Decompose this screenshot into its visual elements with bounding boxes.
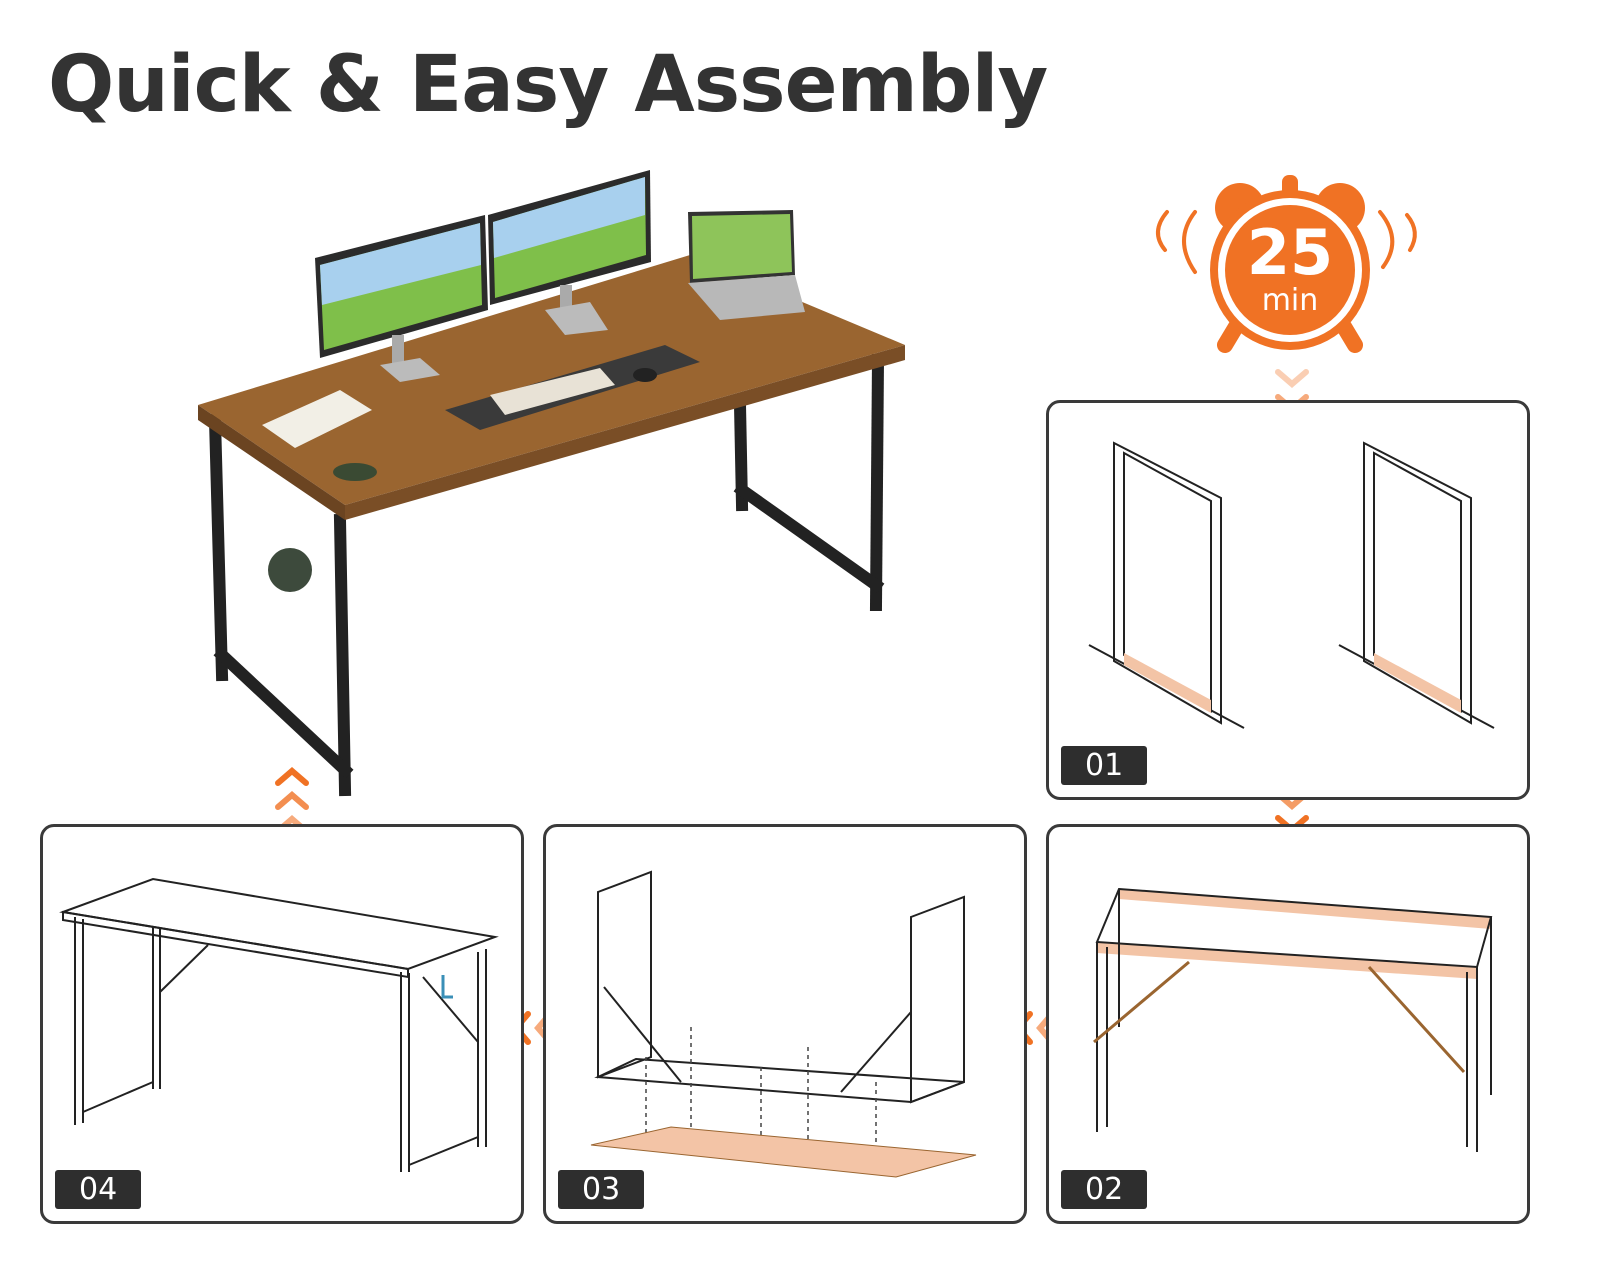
step-label: 01 [1061, 746, 1148, 785]
step-panel-03: 03 [543, 824, 1027, 1224]
timer-unit: min [1261, 283, 1319, 318]
step-label: 03 [558, 1170, 645, 1209]
page-title: Quick & Easy Assembly [48, 40, 1048, 130]
step-panel-02: 02 [1046, 824, 1530, 1224]
step-label: 04 [55, 1170, 142, 1209]
timer-value: 25 [1246, 216, 1334, 289]
step-panel-01: 01 [1046, 400, 1530, 800]
step-label: 02 [1061, 1170, 1148, 1209]
alarm-clock-icon [1145, 170, 1435, 370]
step-panel-04: 04 [40, 824, 524, 1224]
